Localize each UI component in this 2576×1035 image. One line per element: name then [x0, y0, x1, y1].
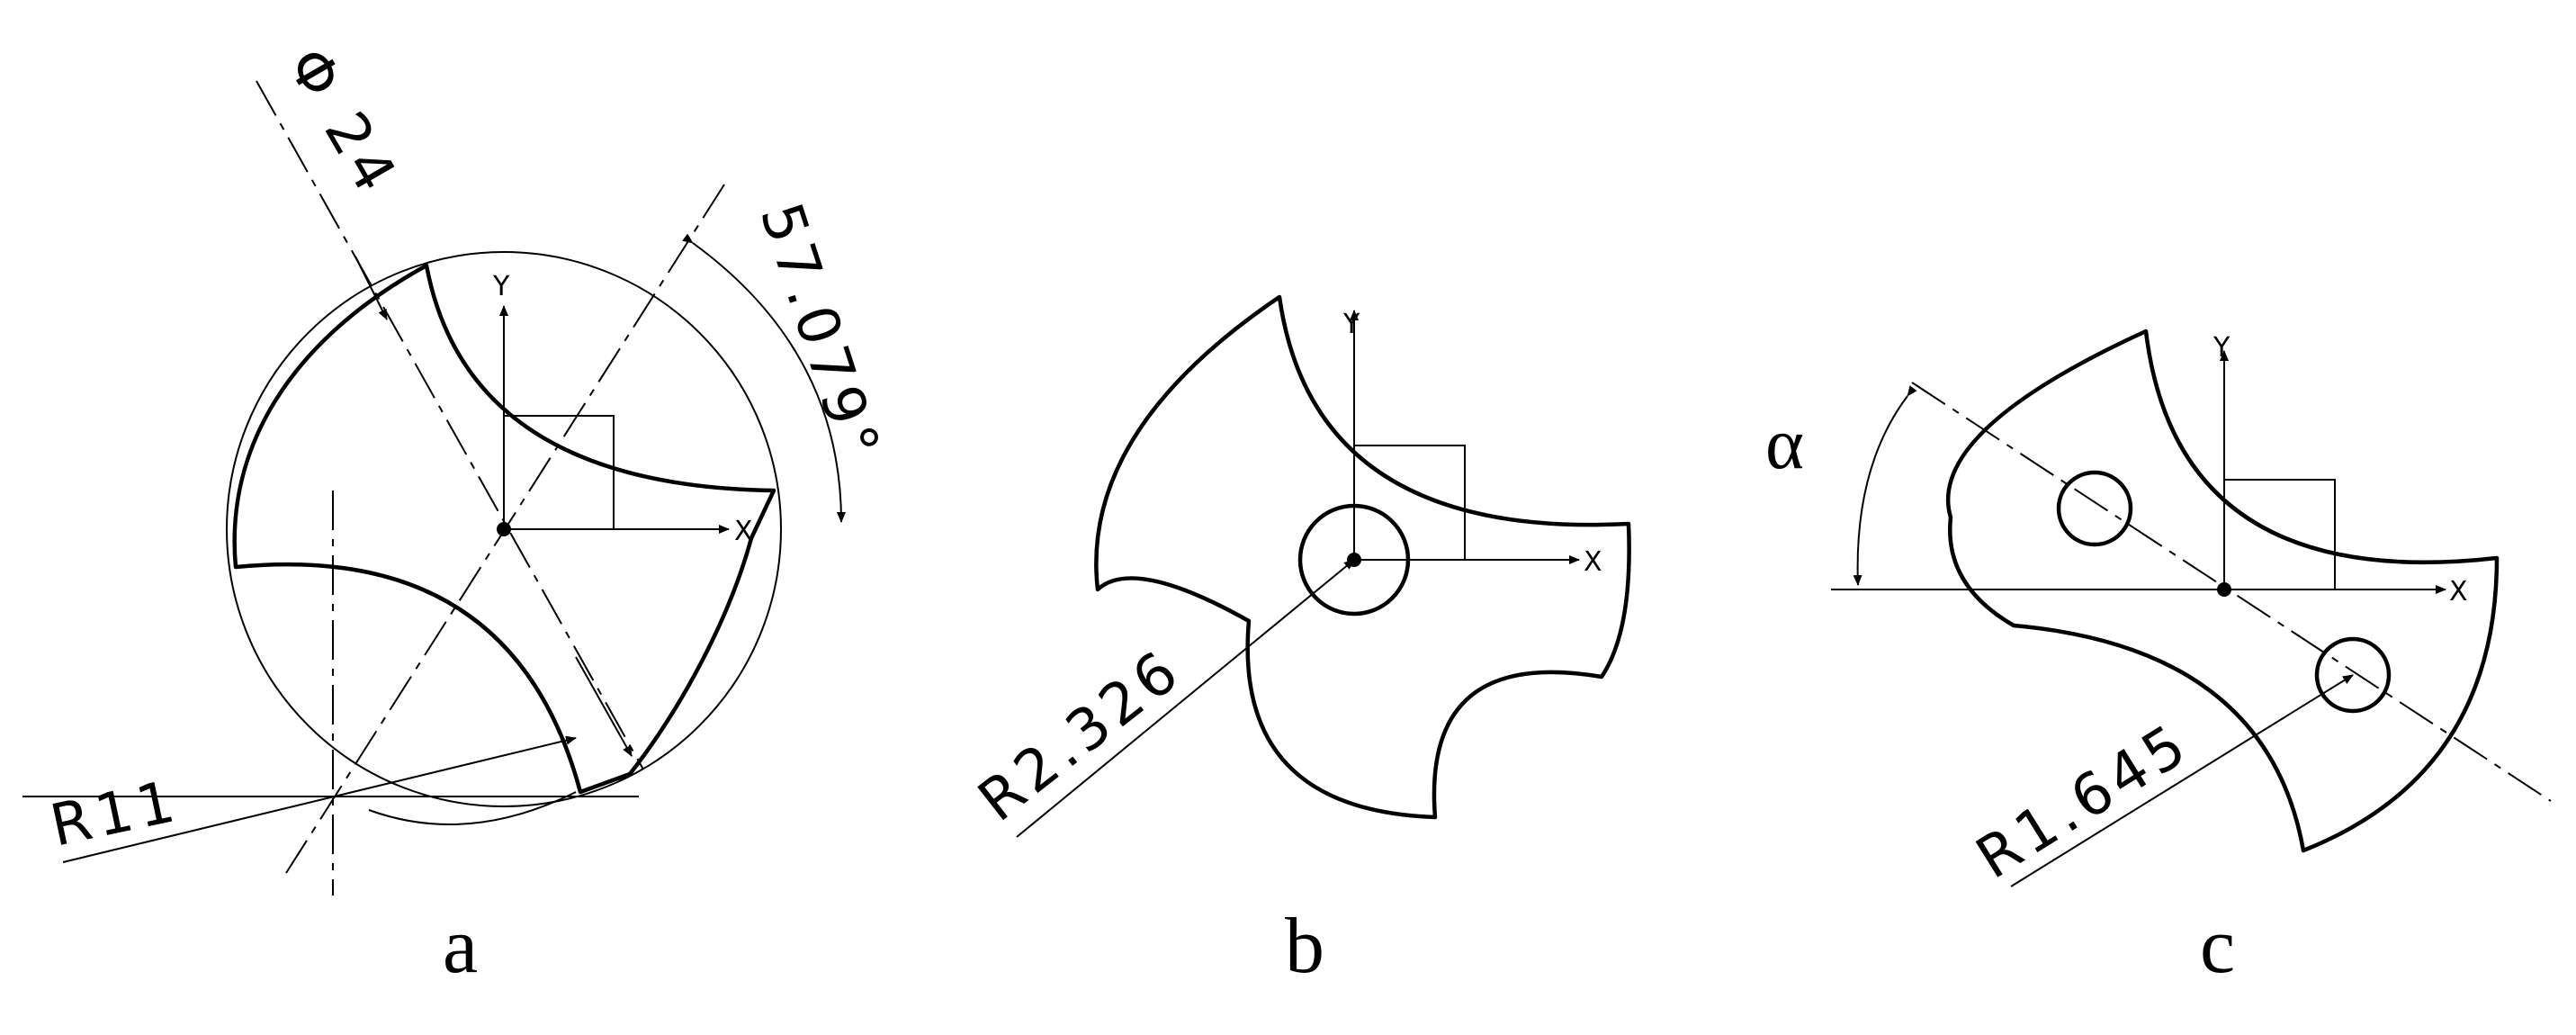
diameter-arrow-top [355, 256, 388, 320]
diameter-label: Φ 24 [274, 37, 410, 208]
hole-left [2056, 470, 2133, 547]
construction-circle [226, 251, 782, 807]
r1645-leader [2010, 674, 2354, 887]
panel-label-c: c [2200, 903, 2235, 990]
y-axis-label: Y [492, 271, 510, 302]
hole-right [2314, 636, 2392, 714]
panel-label-a: a [443, 903, 478, 990]
origin-point [2217, 582, 2231, 597]
r11-label: R11 [45, 768, 185, 860]
diameter-line [256, 80, 644, 770]
x-axis-label: X [2449, 576, 2468, 608]
r11-leader [62, 735, 577, 863]
r1645-label: R1.645 [1965, 710, 2202, 892]
y-axis-label: Y [1342, 309, 1360, 340]
angle-arc [682, 233, 846, 523]
panel-label-b: b [1285, 903, 1324, 990]
alpha-arc [1853, 385, 1917, 586]
drill-profile [1945, 328, 2500, 853]
x-axis-label: X [734, 516, 753, 547]
panel-a: Φ 24 57.079° R11 Y X a [22, 37, 893, 990]
r2326-leader [1016, 559, 1355, 838]
diameter-arrow-bottom [575, 656, 633, 757]
angle-reference-line [285, 184, 725, 874]
angle-label: 57.079° [747, 195, 893, 471]
alpha-label: α [1765, 402, 1804, 484]
axis-box [1354, 445, 1466, 560]
drill-profile [1094, 294, 1631, 820]
axis-box [504, 415, 615, 529]
r11-arc [368, 791, 577, 825]
y-axis-label: Y [2212, 332, 2230, 364]
axis-box [2224, 479, 2336, 590]
x-axis-label: X [1584, 546, 1602, 578]
panel-c: α R1.645 Y X c [1765, 328, 2552, 990]
panel-b: R2.326 Y X b [966, 294, 1631, 990]
hole-centerline [1911, 382, 2552, 802]
drill-profile [232, 263, 776, 795]
r2326-label: R2.326 [966, 636, 1194, 835]
